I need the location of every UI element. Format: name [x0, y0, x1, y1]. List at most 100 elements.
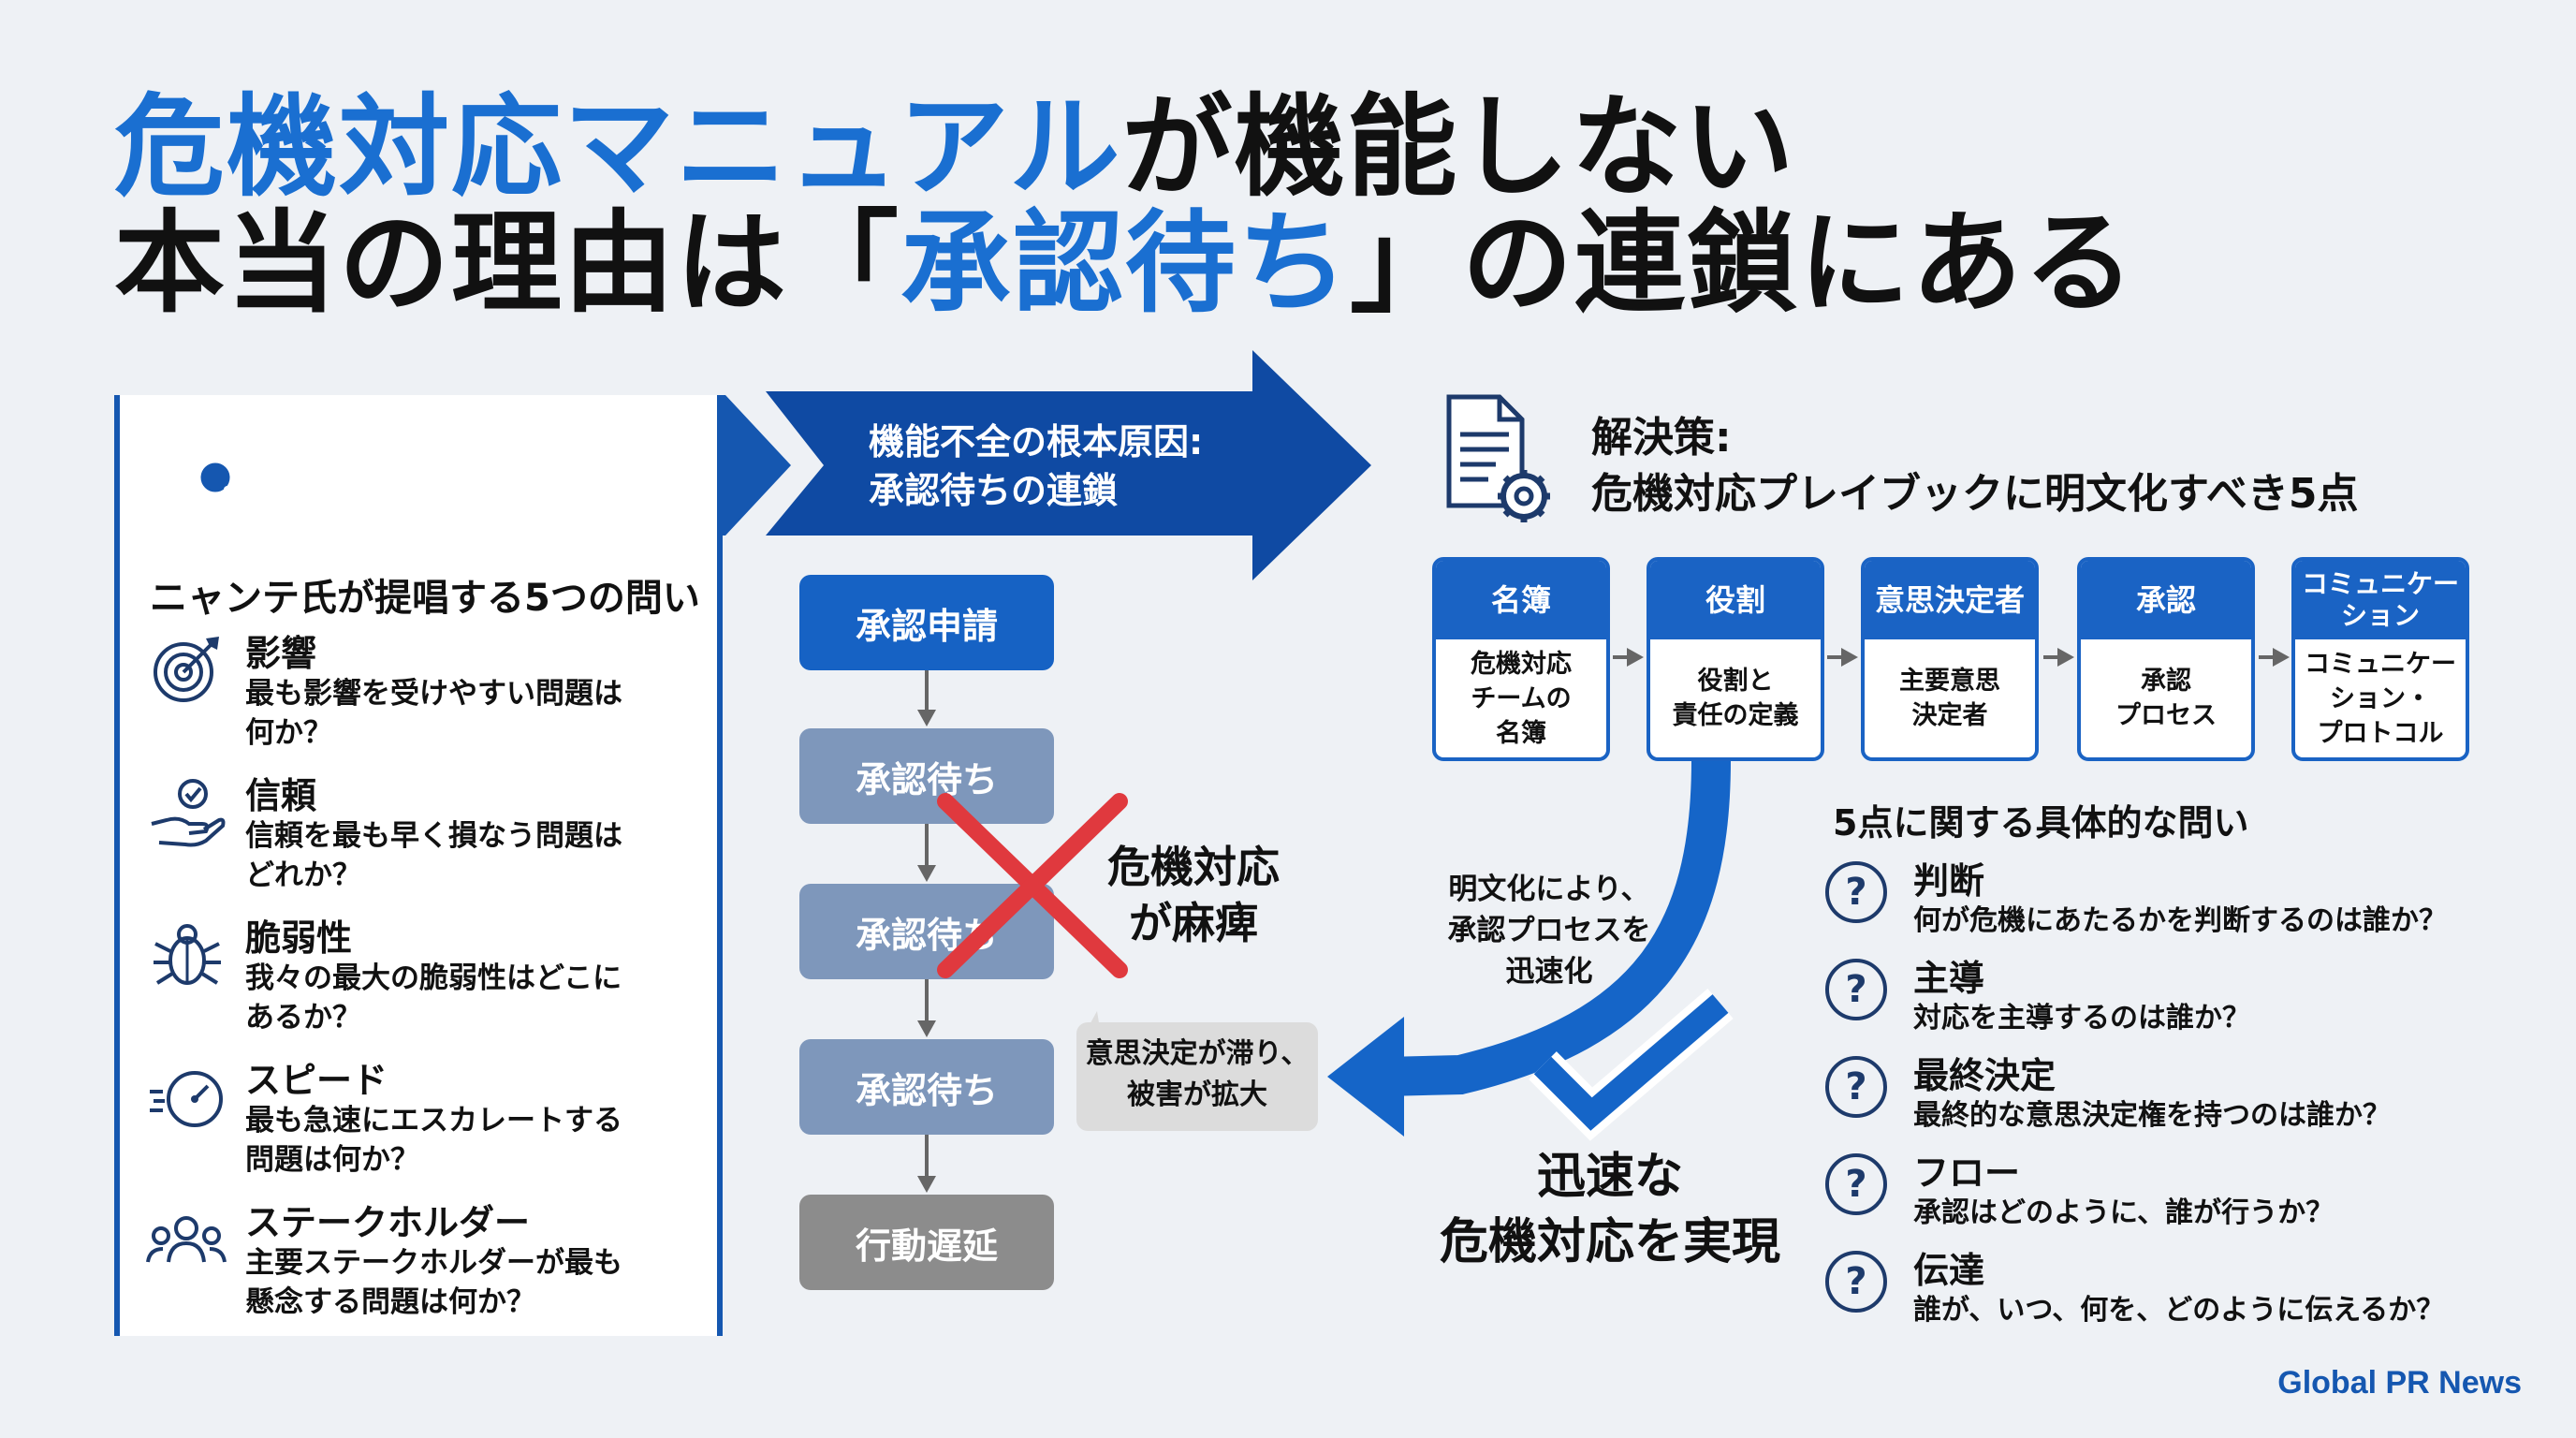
card-body-line: コミュニケー: [2305, 649, 2456, 679]
card-body-line: ション・: [2330, 683, 2431, 713]
card-head: 名簿: [1436, 561, 1606, 639]
left-header-line1: 危機対応計画の出発点:: [277, 421, 648, 462]
item-desc: 主要ステークホルダーが最も: [245, 1246, 622, 1280]
item-desc: 信頼を最も早く損なう問題は: [245, 819, 622, 853]
item-desc: どれか？: [245, 858, 361, 892]
card-head-text: 名簿: [1490, 582, 1551, 618]
trust-hand-icon: [148, 775, 227, 850]
question-icon: ?: [1825, 1056, 1887, 1118]
card-head-text: 役割: [1705, 582, 1765, 618]
left-item-vulnerability: 脆弱性 我々の最大の脆弱性はどこに あるか？: [245, 917, 622, 1037]
delay-bubble: [1076, 1022, 1318, 1131]
item-name: 脆弱性: [245, 917, 353, 959]
right-header-title: 解決策: 危機対応プレイブックに明文化すべき5点: [1591, 410, 2359, 522]
questions-title: 5点に関する具体的な問い: [1833, 802, 2249, 844]
target-icon: [148, 633, 223, 708]
question-icon: ?: [1825, 959, 1887, 1020]
card-body: 危機対応チームの名簿: [1436, 639, 1606, 757]
item-desc: 問題は何か？: [245, 1143, 419, 1177]
card-body-line: 名簿: [1496, 718, 1546, 748]
brand-logo-text: Global PR News: [2277, 1365, 2522, 1401]
card-body-line: 主要意思: [1899, 667, 2000, 696]
left-header-title: 危機対応計画の出発点: リスク環境把握: [277, 418, 647, 515]
card-head: 役割: [1650, 561, 1821, 639]
item-desc: あるか？: [245, 1001, 361, 1034]
middle-header-line1: 機能不全の根本原因:: [869, 421, 1204, 462]
card-body-line: 承認: [2141, 667, 2191, 696]
card-body-line: プロセス: [2115, 701, 2217, 730]
result-label: 迅速な 危機対応を実現: [1413, 1144, 1807, 1275]
question-name: 主導: [1913, 958, 1985, 999]
arrow-note-line: 迅速化: [1505, 955, 1593, 989]
item-desc: 懸念する問題は何か？: [245, 1285, 535, 1319]
question-name: 判断: [1913, 860, 1985, 902]
left-header-line2: リスク環境把握: [277, 470, 527, 511]
question-name: フロー: [1913, 1152, 2021, 1194]
document-gear-icon: [1442, 393, 1554, 534]
card-connectors: [1613, 648, 2290, 667]
left-item-trust: 信頼 信頼を最も早く損なう問題は どれか？: [245, 775, 622, 895]
middle-header-line2: 承認待ちの連鎖: [869, 470, 1119, 511]
title-highlight: 危機対応マニュアル: [114, 82, 1122, 212]
card-body-line: 決定者: [1911, 701, 1988, 730]
item-name: 影響: [245, 633, 317, 674]
card-body: 役割と責任の定義: [1650, 639, 1821, 757]
title-text: が機能しない: [1121, 82, 1796, 212]
question-desc: 誰が、いつ、何を、どのように伝えるか？: [1913, 1294, 2445, 1327]
item-name: スピード: [245, 1060, 388, 1101]
card-head: 承認: [2081, 561, 2251, 639]
risk-panel: [114, 395, 723, 1336]
paralysis-label: 危機対応 が麻痺: [1095, 839, 1292, 951]
card-roster: 名簿 危機対応チームの名簿: [1432, 557, 1610, 761]
arrow-note-line: 承認プロセスを: [1447, 914, 1651, 947]
card-body-line: 責任の定義: [1672, 701, 1799, 730]
question-icon: ?: [1825, 1251, 1887, 1313]
bubble-line2: 被害が拡大: [1127, 1078, 1267, 1111]
left-item-speed: スピード 最も急速にエスカレートする 問題は何か？: [245, 1060, 622, 1180]
question-icon: ?: [1825, 861, 1887, 923]
return-arrow: [1384, 759, 1731, 1096]
page-title-line1: 危機対応マニュアルが機能しない: [114, 92, 1795, 202]
question-desc: 最終的な意思決定権を持つのは誰か？: [1913, 1099, 2391, 1132]
card-body: 承認プロセス: [2081, 639, 2251, 757]
title-text: 本当の理由は「: [114, 198, 901, 328]
globe-search-icon: [150, 412, 253, 515]
card-head-text: コミュニケー: [2301, 568, 2459, 599]
arrow-note: 明文化により、 承認プロセスを 迅速化: [1432, 869, 1666, 992]
paralysis-line1: 危機対応: [1107, 842, 1280, 892]
card-approval: 承認 承認プロセス: [2077, 557, 2255, 761]
flow-step-request: 承認申請: [799, 575, 1054, 670]
card-body-line: 危機対応: [1471, 649, 1572, 679]
right-header-line1: 解決策:: [1591, 414, 1732, 462]
card-communication: コミュニケーション コミュニケーション・プロトコル: [2291, 557, 2469, 761]
right-header-line2: 危機対応プレイブックに明文化すべき5点: [1591, 470, 2359, 518]
title-highlight: 承認待ち: [900, 198, 1351, 328]
card-body-line: プロトコル: [2317, 718, 2444, 748]
bubble-line1: 意思決定が滞り、: [1085, 1037, 1310, 1070]
question-name: 最終決定: [1913, 1055, 2056, 1096]
item-name: 信頼: [245, 775, 317, 816]
item-desc: 最も急速にエスカレートする: [245, 1104, 622, 1137]
check-icon: [1533, 994, 1729, 1131]
return-arrow-head: [1327, 1017, 1404, 1137]
bubble-tail: [1076, 1011, 1105, 1058]
arrow-note-line: 明文化により、: [1448, 873, 1650, 906]
result-line1: 迅速な: [1536, 1149, 1683, 1205]
title-text: 」の連鎖にある: [1350, 198, 2137, 328]
middle-header-arrow: [766, 350, 1371, 580]
question-icon: ?: [1825, 1153, 1887, 1215]
left-item-impact: 影響 最も影響を受けやすい問題は 何か？: [245, 633, 622, 753]
left-item-stakeholder: ステークホルダー 主要ステークホルダーが最も 懸念する問題は何か？: [245, 1202, 622, 1322]
item-name: ステークホルダー: [245, 1202, 531, 1243]
people-icon: [144, 1202, 228, 1277]
item-desc: 最も影響を受けやすい問題は: [245, 677, 622, 711]
middle-header-title: 機能不全の根本原因: 承認待ちの連鎖: [869, 418, 1203, 515]
flow-step-waiting: 承認待ち: [799, 1039, 1054, 1135]
question-name: 伝達: [1913, 1250, 1985, 1291]
question-desc: 承認はどのように、誰が行うか？: [1913, 1196, 2334, 1229]
question-desc: 何が危機にあたるかを判断するのは誰か？: [1913, 904, 2447, 937]
card-body: コミュニケーション・プロトコル: [2295, 639, 2466, 757]
card-head-text: 承認: [2135, 582, 2196, 618]
speedometer-icon: [146, 1060, 227, 1135]
flow-step-waiting: 承認待ち: [799, 728, 1054, 824]
